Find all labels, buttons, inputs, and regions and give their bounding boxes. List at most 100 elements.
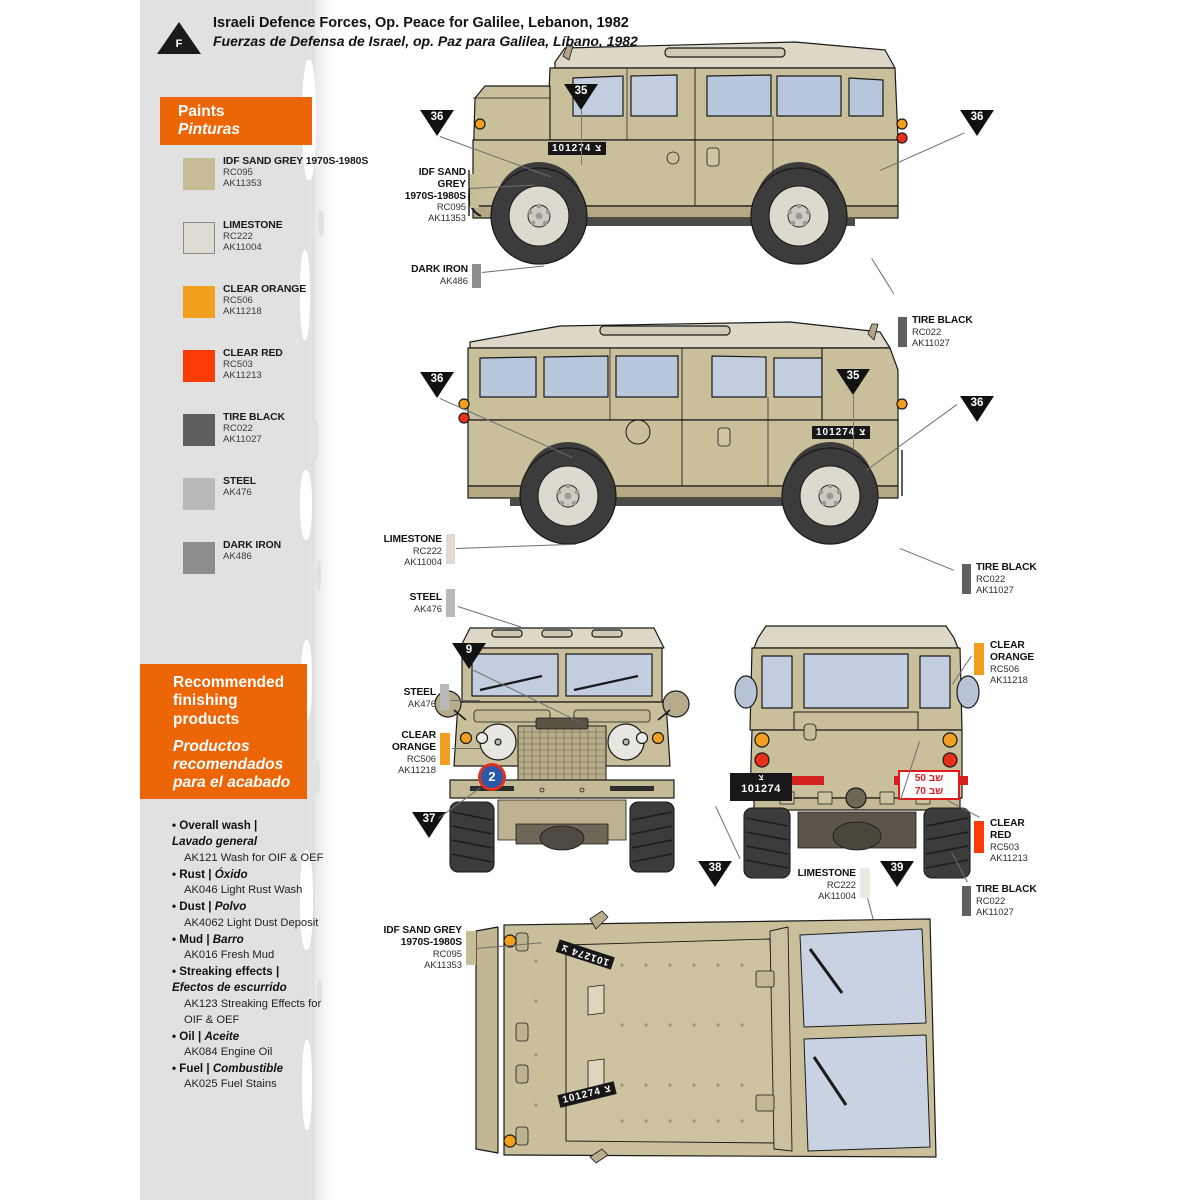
sheet-title-block: Israeli Defence Forces, Op. Peace for Ga… [213,14,813,50]
marker-35[interactable]: 35 [564,84,598,165]
callout-swatch [470,174,479,208]
callout-paint-name: CLEAR [990,640,1025,651]
vehicle-view-right-side [450,300,990,590]
sidebar-torn-edge [300,0,346,1200]
marker-36[interactable]: 36 [420,110,454,136]
marker-triangle-icon [420,372,454,398]
marker-37[interactable]: 37 [412,812,446,838]
marker-number: 39 [890,862,904,874]
speed-sign-line-2: שב 70 [914,786,944,797]
callout-code-2: AK11004 [818,889,856,901]
callout-code-1: RC022 [976,572,1006,584]
callout-paint-name: IDF SAND GREY [418,167,466,190]
callout-paint-name-2: 1970S-1980S [400,936,462,948]
callout-swatch [446,589,455,617]
rear-plate-letter: צ [758,773,764,782]
speed-sign-line-1: שב 50 [914,773,944,784]
marker-35[interactable]: 35 [836,369,870,449]
finishing-product: AK4062 Light Dust Deposit [184,916,319,929]
marker-triangle-icon [698,861,732,887]
paint-code-1: RC503 [223,359,253,370]
marker-number: 36 [430,111,444,123]
marker-triangle-icon [960,110,994,136]
marker-number: 36 [430,373,444,385]
paints-heading-box: Paints Pinturas [160,97,312,145]
finishing-label: • Overall wash |Lavado general [172,819,258,849]
finishing-item: • Overall wash |Lavado general AK121 Was… [172,818,332,867]
finishing-product: AK046 Light Rust Wash [184,884,303,897]
marker-number: 9 [465,644,473,656]
callout-paint-name: IDF SAND GREY [383,925,462,936]
paint-code-1: RC095 [223,167,253,178]
marker-triangle-icon [960,396,994,422]
page-title-en: Israeli Defence Forces, Op. Peace for Ga… [213,15,629,31]
paint-swatch [183,542,215,574]
finishing-product: AK121 Wash for OIF & OEF [184,851,324,864]
paint-swatch [183,478,215,510]
paint-code-1: RC022 [223,423,253,434]
variant-badge-letter: F [175,38,183,50]
paint-name: TIRE BLACK [223,412,285,423]
unit-roundel-decal: 2 [478,763,506,791]
paint-code-1: RC506 [223,295,253,306]
vehicle-view-top-roof [470,905,970,1165]
finishing-item: • Dust | Polvo AK4062 Light Dust Deposit [172,899,332,931]
marker-38[interactable]: 38 [698,861,732,887]
callout-code-1: RC022 [912,325,942,337]
marker-triangle-icon [420,110,454,136]
marker-9[interactable]: 9 [452,643,486,669]
rear-plate-number: 101274 [741,783,781,795]
callout-paint-name: CLEAR [990,818,1025,829]
finishing-item: • Streaking effects |Efectos de escurrid… [172,964,332,1029]
callout-code-1: RC222 [412,544,442,556]
callout-code-2: AK11213 [990,851,1028,863]
callout-paint-name: TIRE BLACK [976,884,1037,895]
sidebar-panel [140,0,315,1200]
page-title-es: Fuerzas de Defensa de Israel, op. Paz pa… [213,32,638,49]
finishing-label: • Rust | Óxido [172,867,248,881]
paint-name: STEEL [223,476,256,487]
finishing-product: AK016 Fresh Mud [184,948,275,961]
callout-paint-name-2: ORANGE [391,741,436,753]
paints-heading-en: Paints [178,103,225,120]
paint-name: IDF SAND GREY 1970S-1980S [223,156,369,167]
marker-triangle-icon [836,369,870,395]
callout-swatch [860,868,870,898]
license-plate-side-2: 101274 צ [812,426,871,439]
paint-swatch [183,286,215,318]
callout-paint-name-2: RED [990,829,1012,841]
marker-triangle-icon [452,643,486,669]
callout-code-2: AK11353 [424,958,462,970]
paint-name: LIMESTONE [223,220,283,231]
marker-39[interactable]: 39 [880,861,914,887]
marker-36[interactable]: 36 [960,110,994,136]
callout-paint-name: LIMESTONE [383,534,442,545]
paint-code-2: AK11353 [223,178,262,190]
callout-code-1: AK476 [413,602,442,614]
paint-code-2: AK11218 [223,306,262,318]
callout-swatch [440,684,449,710]
marker-number: 36 [970,111,984,123]
marker-36[interactable]: 36 [960,396,994,422]
callout-swatch [962,886,971,916]
marker-number: 37 [422,813,436,825]
finishing-label: • Mud | Barro [172,932,244,946]
callout-swatch [472,264,481,288]
callout-code-2: AK11027 [976,583,1014,595]
callout-swatch [466,931,476,965]
roundel-number: 2 [481,766,503,788]
paint-code-1: AK476 [223,487,252,498]
marker-number: 35 [846,370,860,382]
finishing-label: • Fuel | Combustible [172,1061,284,1075]
callout-code-2: AK11218 [398,763,436,775]
paint-swatch [183,158,215,190]
marker-36[interactable]: 36 [420,372,454,398]
finishing-products-list: • Overall wash |Lavado general AK121 Was… [172,818,332,1093]
rear-license-plate: צ 101274 [730,773,792,801]
variant-badge-triangle [157,22,201,54]
callout-code-1: RC222 [826,878,856,890]
callout-paint-name: DARK IRON [411,264,468,275]
paint-code-1: AK486 [223,551,252,562]
finishing-label: • Streaking effects |Efectos de escurrid… [172,964,287,995]
